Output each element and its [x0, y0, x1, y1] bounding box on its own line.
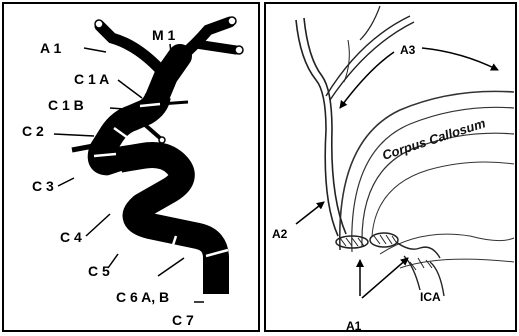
label-c1b: C 1 B: [48, 97, 84, 113]
label-c6ab: C 6 A, B: [116, 289, 169, 305]
label-c3: C 3: [32, 178, 54, 194]
label-a2: A2: [272, 227, 288, 241]
label-a1-left: A 1: [40, 40, 61, 56]
label-a3: A3: [400, 43, 416, 57]
label-c4: C 4: [60, 229, 82, 245]
label-c2: C 2: [22, 123, 44, 139]
right-panel-aca-anatomy: A3 Corpus Callosum A2 ICA A1: [265, 3, 516, 333]
label-c1a: C 1 A: [74, 71, 109, 87]
label-c5: C 5: [88, 263, 110, 279]
left-panel-carotid-segments: A 1 M 1 C 1 A C 1 B C 2 C 3 C 4 C 5 C 6 …: [3, 3, 259, 331]
label-m1: M 1: [152, 27, 176, 43]
label-ica: ICA: [420, 290, 441, 304]
label-a1-right: A1: [346, 319, 362, 333]
label-c7: C 7: [172, 312, 194, 328]
